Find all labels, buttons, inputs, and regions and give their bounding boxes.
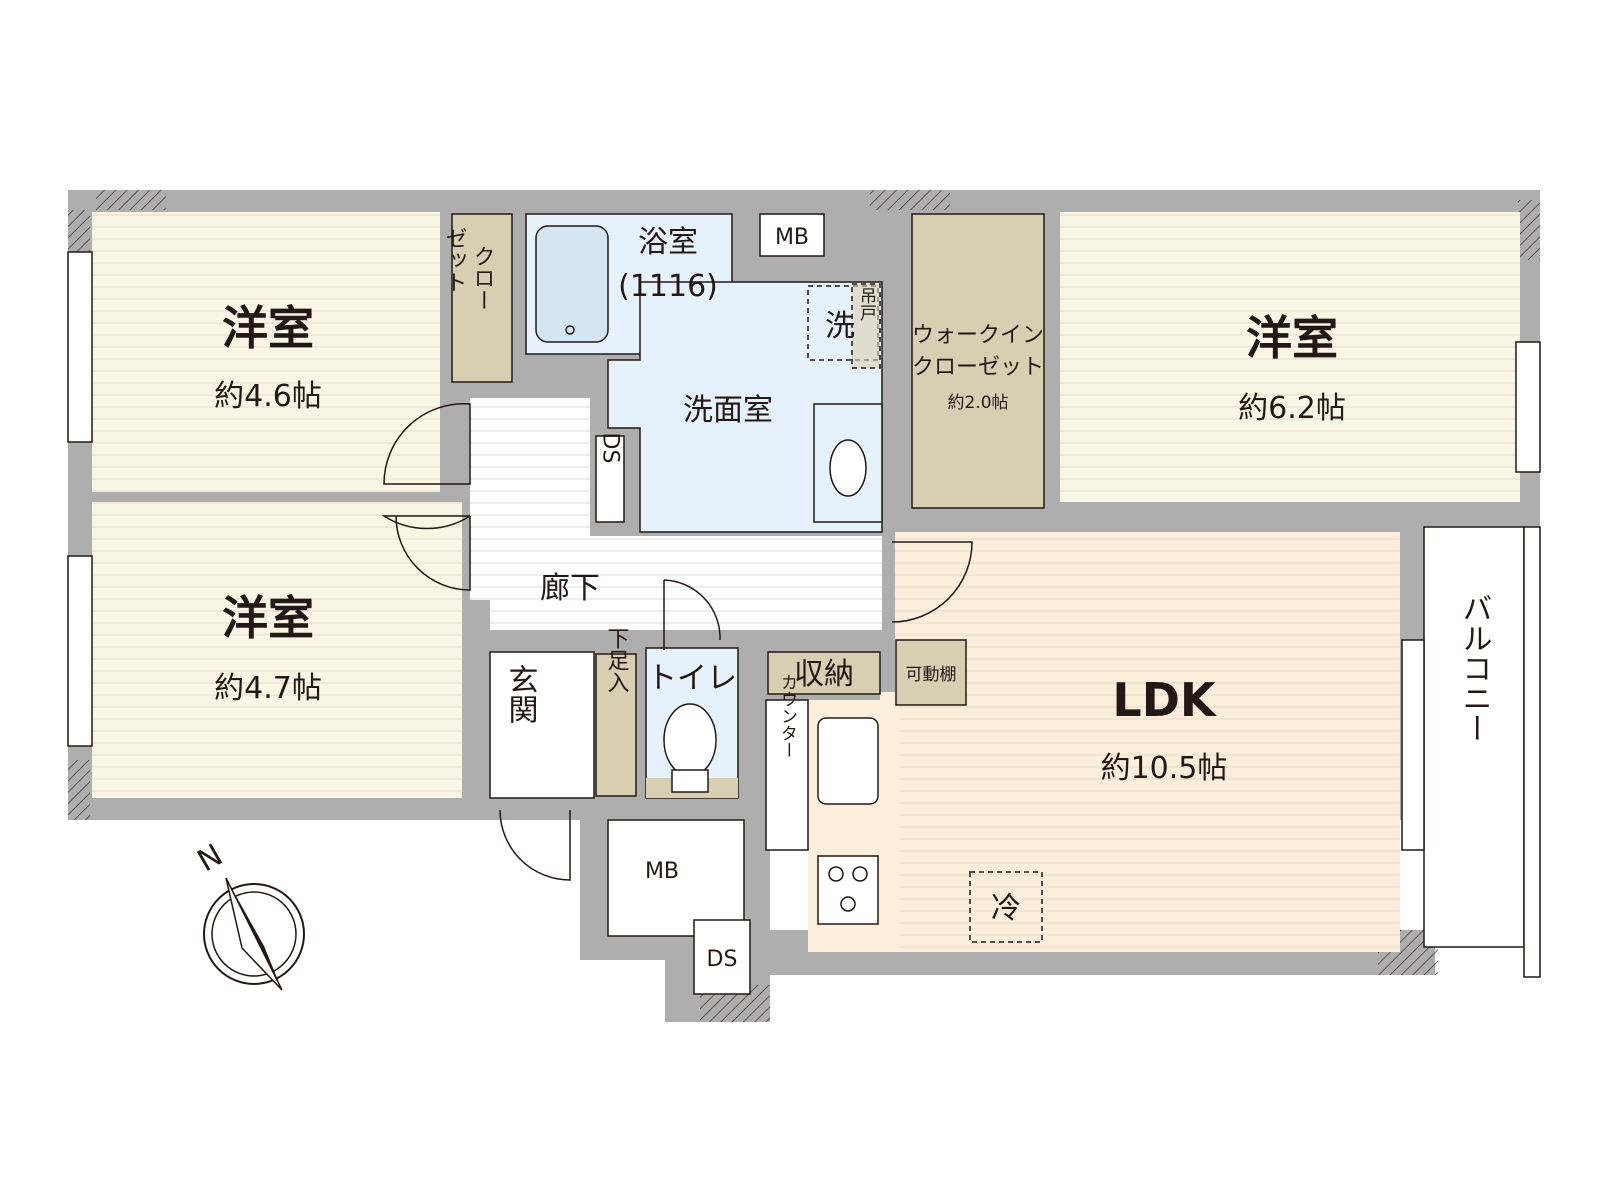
room-nw-name: 洋室 — [222, 301, 314, 355]
balcony-name: バルコニー — [1457, 593, 1492, 743]
compass: N — [192, 838, 305, 991]
room-western-sw — [92, 502, 462, 798]
wic-label-2: クローゼット — [912, 355, 1044, 380]
washroom-name: 洗面室 — [683, 393, 773, 428]
wic-size: 約2.0帖 — [947, 393, 1008, 413]
balcony — [1423, 526, 1525, 948]
entrance-name: 玄関 — [503, 664, 538, 724]
refrigerator-space — [969, 871, 1043, 943]
closet — [451, 213, 513, 383]
room-ne-size: 約6.2帖 — [1238, 391, 1346, 426]
mb-top-label: MB — [775, 225, 809, 250]
hanging-cabinet — [851, 283, 881, 369]
windows — [67, 251, 1541, 851]
kitchen-sink — [817, 717, 879, 805]
doors — [381, 403, 973, 881]
hallway-name: 廊下 — [540, 571, 600, 606]
mb-bottom-label: MB — [645, 859, 679, 884]
ds-box-bottom — [693, 919, 751, 995]
toilet-bowl — [663, 703, 717, 777]
ds-box-hall — [595, 435, 625, 523]
storage-name: 収納 — [794, 657, 854, 692]
entrance-area — [489, 651, 595, 799]
closet-label-2: ゼット — [442, 227, 467, 293]
room-western-nw — [92, 212, 440, 492]
walk-in-closet — [911, 213, 1045, 509]
bath-size: (1116) — [618, 269, 718, 304]
kitchen-counter — [765, 699, 809, 851]
washer-label: 洗 — [825, 309, 855, 344]
compass-north-label: N — [192, 838, 229, 880]
ds-bottom-label: DS — [707, 947, 738, 972]
hanger-label: 吊戸 — [856, 287, 877, 321]
shoebox-name: 下足入 — [604, 627, 630, 693]
room-ldk — [880, 532, 1400, 952]
room-sw-size: 約4.7帖 — [214, 671, 322, 706]
shoe-box — [595, 653, 637, 797]
ds-hall-label: DS — [598, 433, 623, 464]
movable-shelf — [895, 639, 967, 706]
sink-basin — [829, 439, 867, 497]
storage — [767, 651, 881, 695]
wic-label-1: ウォークイン — [912, 323, 1044, 348]
room-nw-size: 約4.6帖 — [214, 379, 322, 414]
ldk-size: 約10.5帖 — [1101, 751, 1228, 786]
room-ne-name: 洋室 — [1246, 311, 1338, 365]
fridge-label: 冷 — [991, 891, 1021, 926]
mb-box-bottom — [607, 819, 745, 937]
shelf-name: 可動棚 — [906, 665, 957, 685]
bathtub — [535, 225, 609, 343]
mb-box-top — [759, 213, 825, 257]
closet-label-1: クロー — [470, 245, 495, 311]
room-sw-name: 洋室 — [222, 591, 314, 645]
bath-name: 浴室 — [638, 225, 698, 260]
stove — [817, 855, 879, 925]
room-western-ne — [1060, 212, 1520, 502]
ldk-name: LDK — [1112, 673, 1217, 727]
toilet-name: トイレ — [647, 661, 737, 696]
counter-name: カウンター — [777, 674, 797, 759]
hallway — [470, 398, 882, 630]
